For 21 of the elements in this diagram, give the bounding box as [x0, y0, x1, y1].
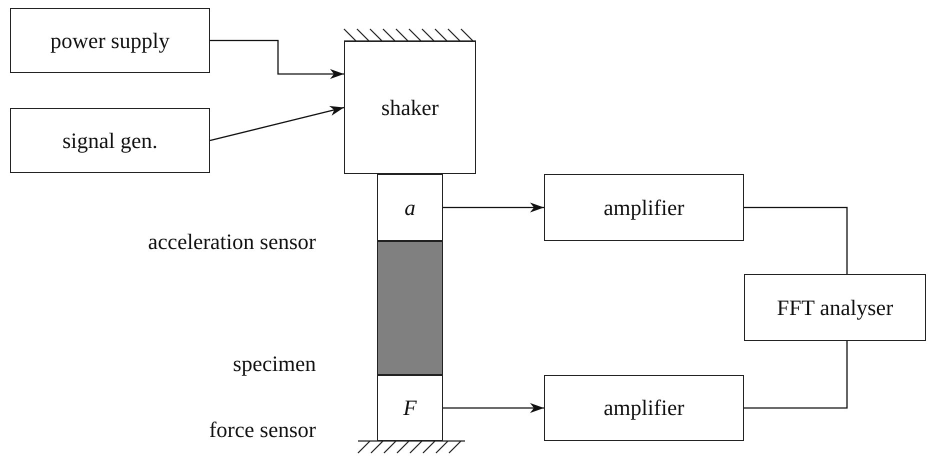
arrow	[210, 106, 344, 142]
process-box	[10, 108, 210, 173]
arrow	[210, 40, 344, 79]
box-label: F	[403, 395, 417, 421]
box-label: amplifier	[604, 194, 684, 220]
box-label: amplifier	[604, 395, 684, 421]
box-label: shaker	[381, 94, 439, 120]
process-box	[544, 375, 744, 441]
box-label: a	[404, 194, 416, 220]
part-label: specimen	[232, 351, 316, 377]
process-box	[544, 174, 744, 241]
process-box	[344, 41, 476, 174]
box-label: power supply	[50, 28, 170, 54]
part-label: force sensor	[209, 417, 316, 443]
process-box	[10, 8, 210, 73]
process-box	[744, 274, 926, 341]
arrow	[443, 403, 544, 413]
part-label: acceleration sensor	[148, 228, 316, 254]
arrow	[443, 202, 544, 212]
box-label: signal gen.	[62, 128, 158, 154]
box-label: FFT analyser	[776, 294, 894, 320]
